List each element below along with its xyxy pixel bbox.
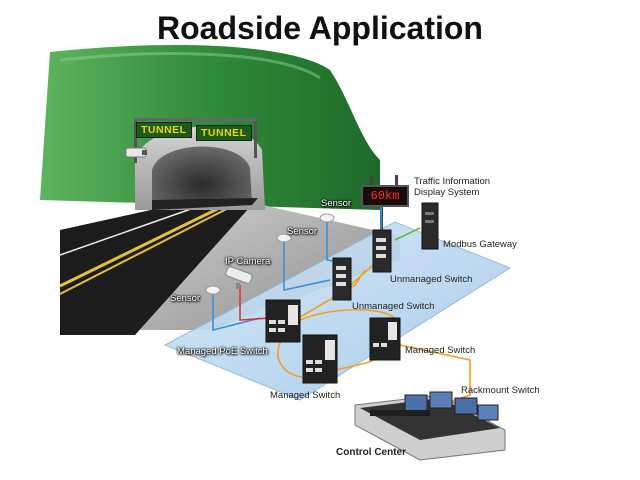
control-center-icon — [354, 391, 506, 461]
page-title: Roadside Application — [157, 10, 483, 46]
label-ip-camera: IP Camera — [225, 256, 271, 267]
road — [60, 188, 258, 335]
label-managed-poe-switch: Managed PoE Switch — [177, 346, 268, 357]
sensor-icon-top — [319, 213, 335, 223]
tunnel-camera-icon — [125, 147, 147, 158]
label-unmanaged-switch-2: Unmanaged Switch — [352, 301, 435, 312]
traffic-speed-display: 60km — [361, 185, 409, 207]
tunnel-sign-right: TUNNEL — [196, 125, 252, 141]
sensor-icon-left — [205, 285, 221, 295]
label-sensor-mid: Sensor — [287, 226, 318, 237]
label-modbus-gateway: Modbus Gateway — [443, 239, 517, 250]
modbus-gateway-icon — [421, 202, 439, 250]
unmanaged-switch-1-icon — [372, 229, 392, 273]
label-sensor-left: Sensor — [170, 293, 201, 304]
ip-camera-icon — [225, 266, 253, 289]
label-managed-switch-bottom: Managed Switch — [270, 390, 341, 401]
managed-switch-bottom-icon — [302, 334, 338, 384]
label-control-center: Control Center — [336, 447, 406, 458]
label-traffic-info-line2: Display System — [414, 187, 480, 198]
label-rackmount-switch: Rackmount Switch — [461, 385, 540, 396]
managed-switch-right-icon — [369, 317, 401, 361]
label-managed-switch-right: Managed Switch — [405, 345, 476, 356]
road-sidewall — [140, 200, 400, 330]
sensor-icon-mid — [276, 233, 292, 243]
managed-poe-switch-icon — [265, 299, 301, 343]
label-traffic-info-line1: Traffic Information — [414, 176, 491, 187]
label-sensor-top: Sensor — [321, 198, 352, 209]
label-unmanaged-switch-1: Unmanaged Switch — [390, 274, 473, 285]
unmanaged-switch-2-icon — [332, 257, 352, 301]
tunnel-sign-left: TUNNEL — [136, 122, 192, 138]
tunnel-opening — [152, 146, 252, 210]
